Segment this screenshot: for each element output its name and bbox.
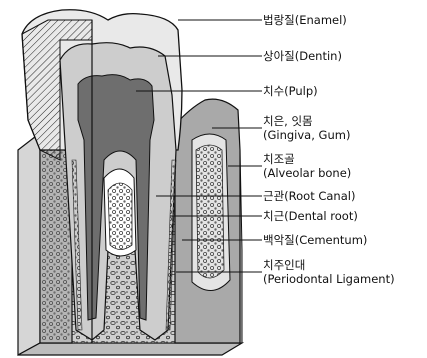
- label-periodontal-line1: 치주인대: [263, 259, 305, 272]
- label-gingiva-line1: 치은, 잇몸: [263, 115, 313, 128]
- label-cementum: 백악질(Cementum): [263, 234, 367, 247]
- label-pulp: 치수(Pulp): [263, 85, 318, 98]
- label-alveolar-line2: (Alveolar bone): [263, 167, 351, 180]
- label-enamel: 법랑질(Enamel): [263, 14, 347, 27]
- label-dental-root: 치근(Dental root): [263, 210, 358, 223]
- label-gingiva-line2: (Gingiva, Gum): [263, 129, 350, 142]
- label-alveolar-line1: 치조골: [263, 153, 295, 166]
- label-dentin: 상아질(Dentin): [263, 50, 342, 63]
- label-periodontal-line2: (Periodontal Ligament): [263, 273, 395, 286]
- label-root-canal: 근관(Root Canal): [263, 190, 355, 203]
